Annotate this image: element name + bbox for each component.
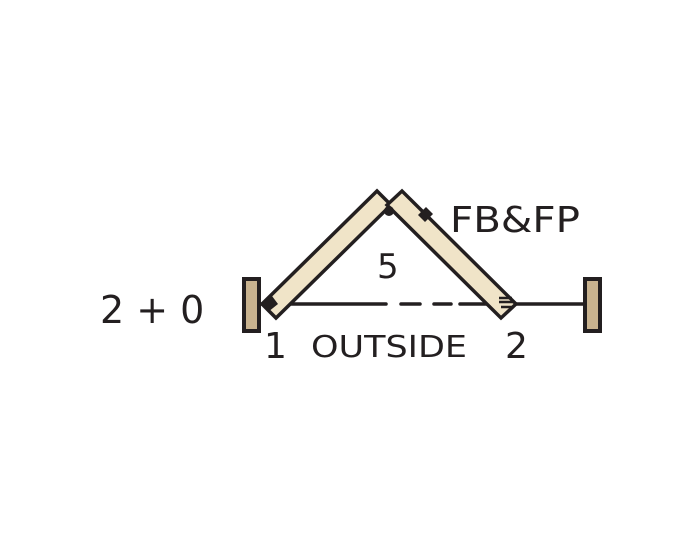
center-hinge-dot bbox=[384, 206, 394, 216]
hinge-right-label: 2 bbox=[505, 326, 528, 367]
right-jamb bbox=[583, 277, 602, 333]
hinge-left-label: 1 bbox=[264, 326, 287, 367]
left-door-panel bbox=[259, 188, 394, 321]
configuration-label: 2 + 0 bbox=[100, 288, 204, 332]
panel-count-label: 5 bbox=[377, 247, 399, 287]
flush-bolt-icon bbox=[418, 207, 433, 222]
hardware-label: FB&FP bbox=[450, 200, 580, 241]
left-hinge-icon bbox=[262, 296, 278, 312]
left-jamb bbox=[242, 277, 261, 333]
side-label: OUTSIDE bbox=[311, 330, 467, 365]
right-hinge-icon bbox=[499, 296, 514, 309]
right-door-panel bbox=[384, 188, 519, 321]
